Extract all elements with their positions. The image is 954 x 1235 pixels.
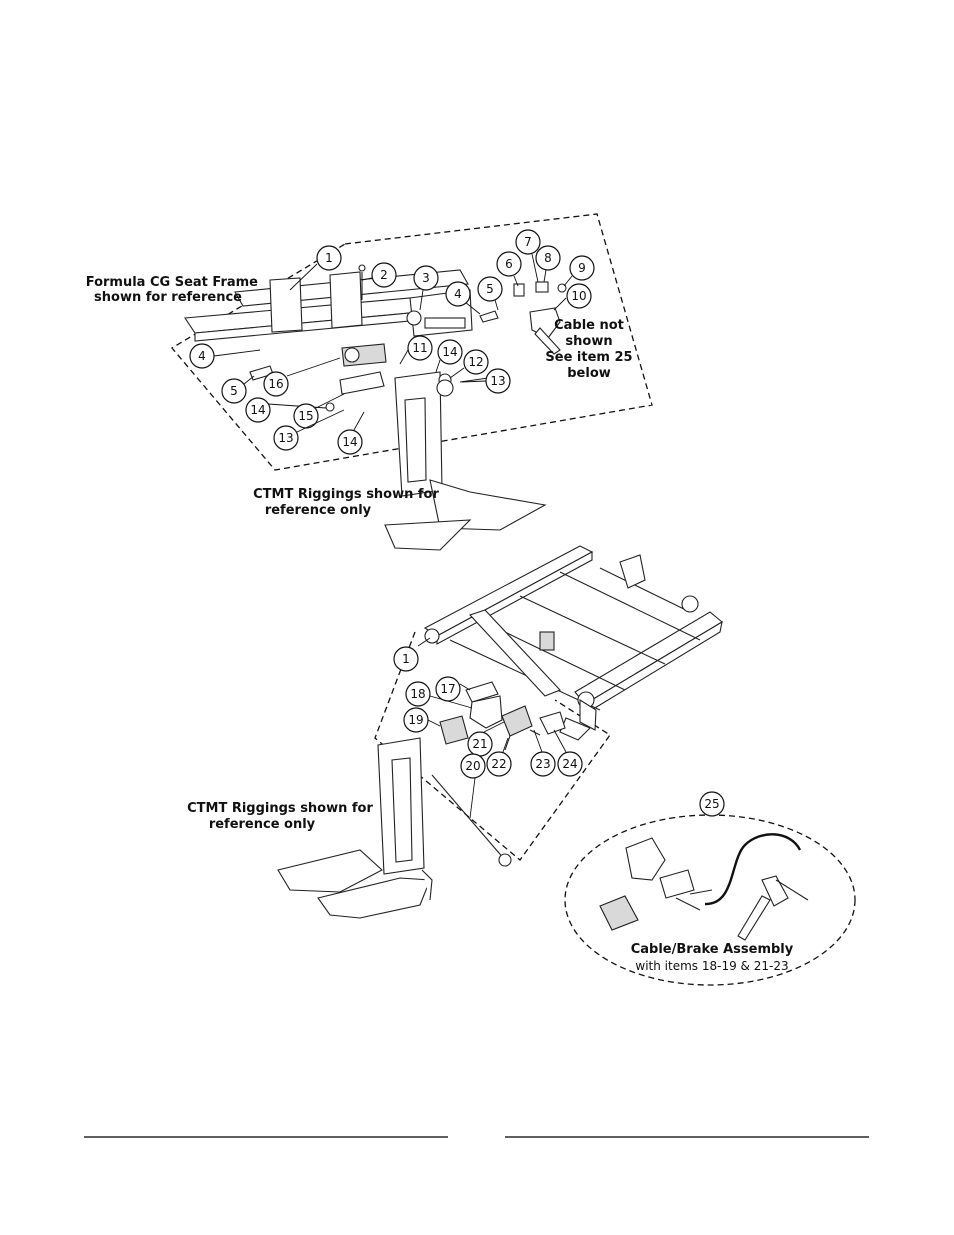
brake-handle-top — [513, 281, 567, 355]
cable-brake-assembly — [599, 833, 809, 941]
svg-text:14: 14 — [250, 403, 265, 417]
brake-assembly-note-line2: with items 18-19 & 21-23 — [635, 959, 788, 973]
callout-bottom-18: 18 — [405, 681, 473, 709]
seat-frame-note-line2: shown for reference — [94, 290, 242, 305]
svg-text:8: 8 — [544, 251, 552, 265]
cable-note-line1: Cable not — [554, 318, 624, 333]
callout-top-5a: 5 — [477, 276, 503, 311]
seat-frame-note-line1: Formula CG Seat Frame — [86, 275, 258, 290]
svg-text:1: 1 — [402, 652, 410, 666]
riggings-top-note-line2: reference only — [265, 503, 372, 518]
bottom-assembly-boundary — [374, 631, 611, 861]
callout-top-14c: 14 — [337, 411, 365, 455]
svg-text:23: 23 — [535, 757, 550, 771]
svg-text:11: 11 — [412, 341, 427, 355]
cable-note-line2: shown — [565, 334, 612, 349]
callout-top-9: 9 — [563, 255, 595, 287]
svg-text:18: 18 — [410, 687, 425, 701]
svg-text:15: 15 — [298, 409, 313, 423]
callout-top-15: 15 — [293, 393, 345, 429]
callout-bottom-25: 25 — [699, 791, 725, 817]
callout-top-11: 11 — [399, 335, 433, 365]
callout-top-10: 10 — [553, 283, 592, 311]
svg-text:10: 10 — [571, 289, 586, 303]
callout-bottom-20: 20 — [460, 753, 486, 819]
svg-text:4: 4 — [454, 287, 462, 301]
callout-top-14a: 14 — [435, 339, 463, 373]
svg-text:13: 13 — [490, 374, 505, 388]
svg-text:5: 5 — [230, 384, 238, 398]
svg-text:6: 6 — [505, 257, 513, 271]
svg-text:2: 2 — [380, 268, 388, 282]
svg-text:14: 14 — [442, 345, 457, 359]
callout-bottom-1: 1 — [393, 637, 431, 672]
svg-text:12: 12 — [468, 355, 483, 369]
callout-top-4a: 4 — [445, 281, 481, 315]
riggings-top-note-line1: CTMT Riggings shown for — [253, 487, 439, 502]
callout-top-16: 16 — [263, 357, 341, 397]
svg-text:4: 4 — [198, 349, 206, 363]
svg-text:19: 19 — [408, 713, 423, 727]
callout-top-4b: 4 — [189, 343, 261, 369]
brake-assembly-note-line1: Cable/Brake Assembly — [631, 942, 794, 957]
svg-text:13: 13 — [278, 431, 293, 445]
callout-top-13b: 13 — [273, 409, 345, 451]
callout-top-7: 7 — [515, 229, 541, 283]
callout-top-1: 1 — [289, 245, 342, 291]
riggings-bottom-note-line1: CTMT Riggings shown for — [187, 801, 373, 816]
svg-text:14: 14 — [342, 435, 357, 449]
svg-text:1: 1 — [325, 251, 333, 265]
brake-parts-bottom — [431, 681, 566, 867]
callout-top-3: 3 — [413, 265, 439, 311]
riggings-bottom-note-line2: reference only — [209, 817, 316, 832]
cable-note-line3: See item 25 — [545, 350, 632, 365]
cable-note-line4: below — [567, 366, 611, 381]
svg-text:25: 25 — [704, 797, 719, 811]
svg-text:9: 9 — [578, 261, 586, 275]
svg-text:22: 22 — [491, 757, 506, 771]
callout-top-13a: 13 — [461, 368, 511, 394]
callout-top-12: 12 — [449, 349, 489, 379]
callout-top-2: 2 — [361, 262, 397, 288]
rigging-top — [339, 371, 547, 551]
svg-text:24: 24 — [562, 757, 577, 771]
svg-text:16: 16 — [268, 377, 283, 391]
callout-bottom-23: 23 — [530, 729, 556, 777]
callout-top-5b: 5 — [221, 375, 255, 404]
svg-text:21: 21 — [472, 737, 487, 751]
callout-bottom-22: 22 — [486, 737, 512, 777]
top-assembly-boundary — [171, 213, 653, 471]
callout-top-6: 6 — [496, 251, 522, 287]
svg-text:3: 3 — [422, 271, 430, 285]
callout-bottom-24: 24 — [553, 729, 583, 777]
svg-text:17: 17 — [440, 682, 455, 696]
svg-text:5: 5 — [486, 282, 494, 296]
svg-text:7: 7 — [524, 235, 532, 249]
rigging-bottom — [277, 737, 433, 919]
callout-top-8: 8 — [535, 245, 561, 283]
callout-bottom-19: 19 — [403, 707, 441, 733]
callout-bottom-17: 17 — [435, 676, 471, 702]
seat-frame-bottom — [423, 545, 723, 741]
svg-text:20: 20 — [465, 759, 480, 773]
